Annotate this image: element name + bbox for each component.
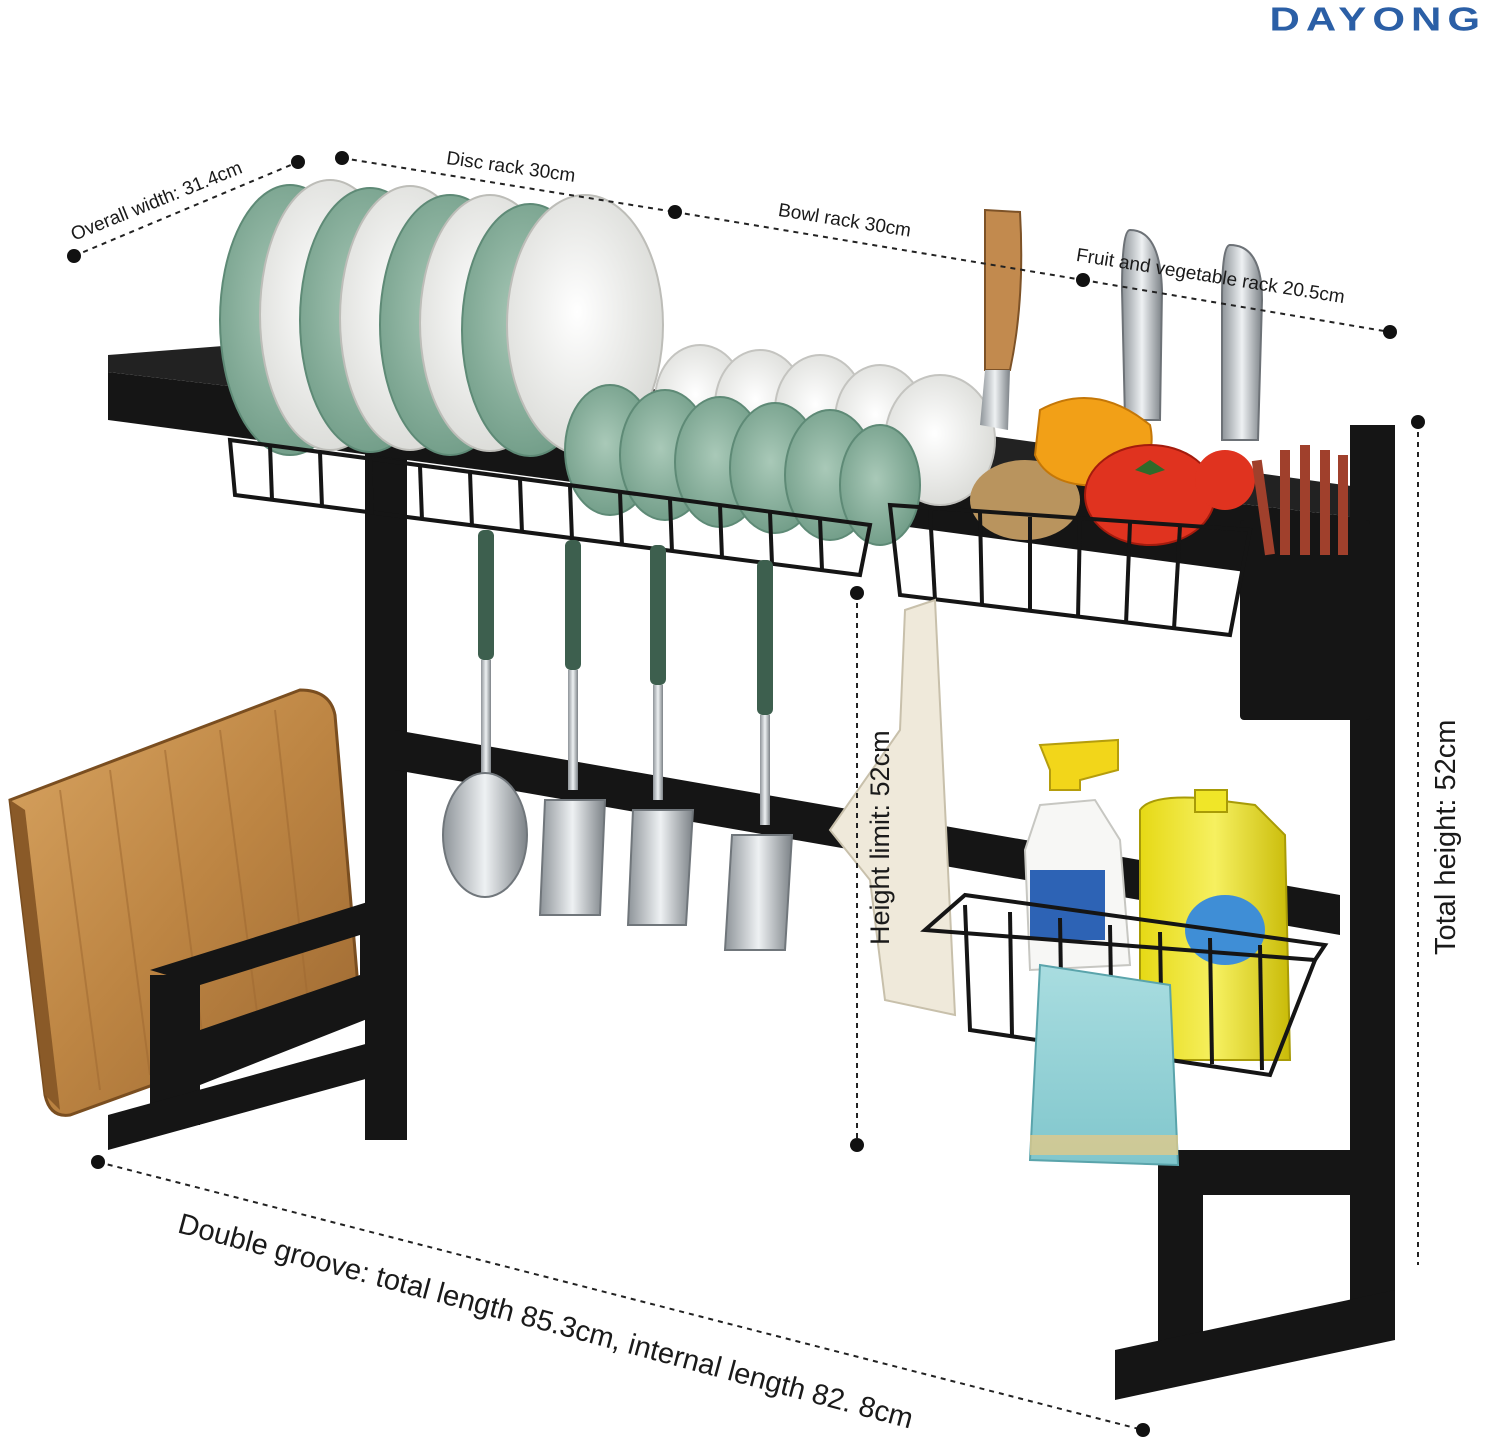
blue-towel: [1028, 963, 1180, 1167]
dimension-lines: [73, 157, 1419, 1431]
hanging-utensils: [442, 530, 794, 951]
cream-towel: [828, 598, 957, 1017]
total-height-label: Total height: 52cm: [1430, 719, 1462, 955]
fruit-basket: [887, 502, 1253, 638]
knives: [980, 208, 1264, 441]
height-limit-label: Height limit: 52cm: [865, 730, 895, 945]
plates: [219, 179, 664, 457]
disc-rack-wires: [227, 437, 873, 578]
spray-bottle: [1023, 738, 1132, 972]
brand-logo: DAYONG: [1269, 0, 1486, 38]
bowls: [564, 344, 996, 546]
board-holder: [108, 895, 390, 1150]
dimension-dots: [67, 151, 1425, 1437]
chopsticks: [1251, 445, 1348, 556]
